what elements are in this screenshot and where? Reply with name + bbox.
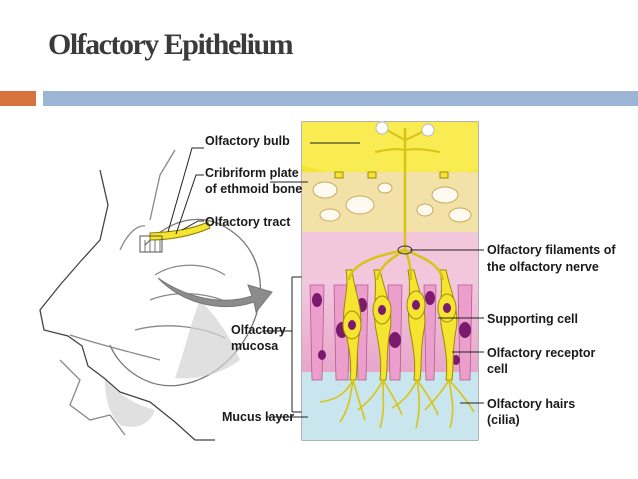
lamina-propria-layer <box>302 232 478 280</box>
label-olfactory-hairs-1: Olfactory hairs <box>487 397 576 411</box>
mitral-cells <box>375 121 435 137</box>
olfactory-tract-shape <box>149 221 211 241</box>
head-outline <box>39 149 262 441</box>
accent-bar-orange <box>0 91 36 106</box>
label-supporting-cell: Supporting cell <box>487 312 578 326</box>
label-olfactory-hairs-2: (cilia) <box>487 413 520 427</box>
label-mucus-layer: Mucus layer <box>222 410 295 424</box>
label-cribriform-plate-1: Cribriform plate <box>205 166 299 180</box>
head-shading <box>105 300 240 427</box>
olfactory-cilia <box>319 379 475 429</box>
olfactory-diagram <box>39 121 484 441</box>
accent-bar-blue <box>43 91 638 106</box>
slide-title: Olfactory Epithelium <box>48 28 294 61</box>
label-olfactory-tract: Olfactory tract <box>205 215 291 229</box>
label-olfactory-receptor-1: Olfactory receptor <box>487 346 596 360</box>
inset-panel <box>301 121 479 441</box>
leader-lines <box>167 142 484 418</box>
inset-marker-filaments <box>144 240 161 252</box>
label-olfactory-mucosa-1: Olfactory <box>231 323 286 337</box>
mucus-layer-shape <box>302 372 478 440</box>
inset-marker <box>139 235 163 253</box>
label-olfactory-filaments-1: Olfactory filaments of <box>487 243 616 257</box>
receptor-nuclei <box>348 300 451 330</box>
label-olfactory-receptor-2: cell <box>487 362 508 376</box>
zoom-arrow <box>157 277 273 314</box>
label-olfactory-filaments-2: the olfactory nerve <box>487 260 599 274</box>
label-olfactory-bulb: Olfactory bulb <box>205 134 290 148</box>
label-olfactory-mucosa-2: mucosa <box>231 339 279 353</box>
mucosa-bracket <box>291 276 302 413</box>
label-cribriform-plate-2: of ethmoid bone <box>205 182 303 196</box>
